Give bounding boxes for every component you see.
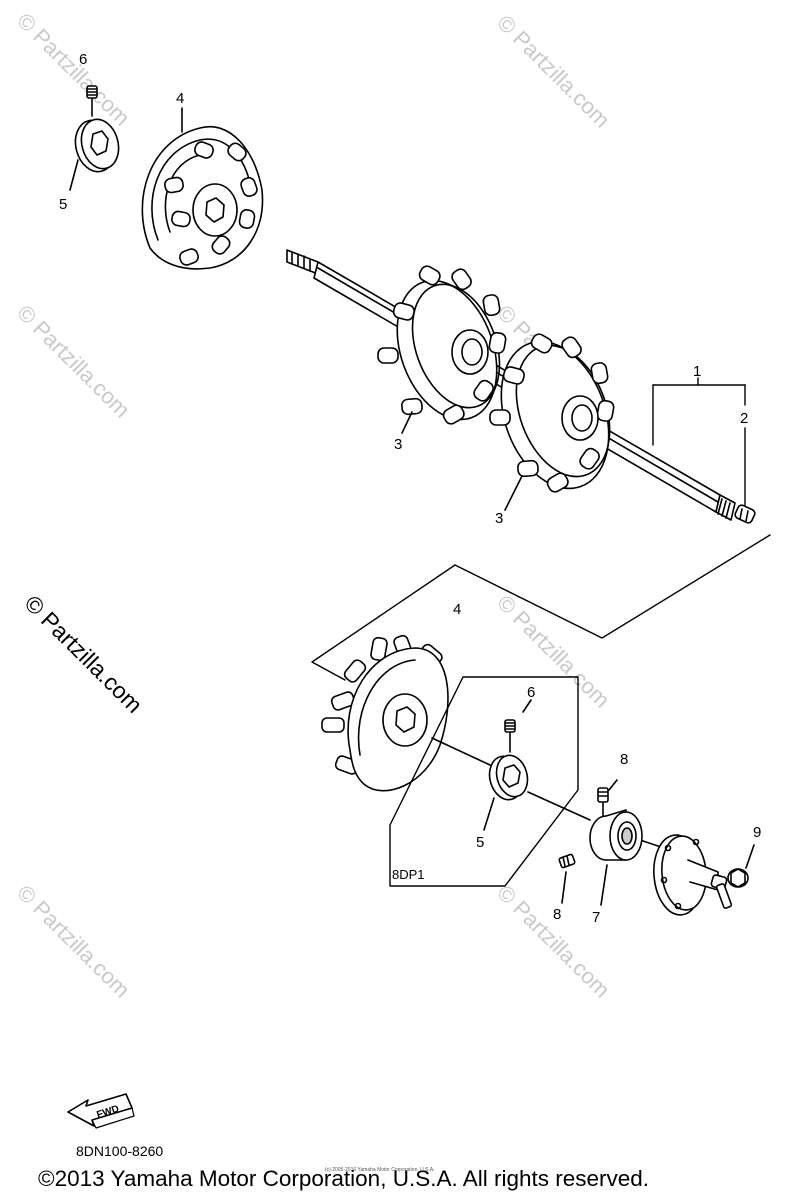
callout-4-bottom: 4 bbox=[453, 601, 462, 618]
box-8dp1-outline bbox=[389, 676, 579, 887]
leader-line bbox=[483, 797, 495, 831]
box-label-8dp1: 8DP1 bbox=[392, 867, 425, 882]
sprocket-3-left bbox=[377, 265, 507, 425]
collar-5-bottom bbox=[488, 754, 529, 801]
bracket-1-2 bbox=[652, 377, 746, 506]
sprocket-3-right bbox=[489, 333, 615, 493]
leader-line bbox=[504, 475, 523, 511]
leader-line bbox=[600, 864, 608, 906]
callout-6-top: 6 bbox=[79, 51, 88, 68]
tiny-copyright: (c) 2005-2016 Yamaha Motor Corporation, … bbox=[325, 1167, 435, 1173]
collar-5-top bbox=[74, 118, 120, 173]
nut-2 bbox=[734, 504, 756, 524]
copyright-notice: ©2013 Yamaha Motor Corporation, U.S.A. A… bbox=[38, 1166, 650, 1191]
leader-line bbox=[69, 159, 79, 191]
axis-line bbox=[431, 737, 491, 766]
callout-6-bottom: 6 bbox=[527, 684, 536, 701]
callout-2: 2 bbox=[740, 410, 749, 427]
sprocket-4-bottom bbox=[321, 634, 449, 792]
callout-5-top: 5 bbox=[59, 196, 68, 213]
leader-line bbox=[745, 844, 755, 869]
callout-1: 1 bbox=[693, 363, 702, 380]
set-screw-6-bottom bbox=[504, 719, 516, 733]
connector-line bbox=[311, 534, 771, 681]
bearing-7 bbox=[589, 809, 643, 861]
callout-3-left: 3 bbox=[394, 436, 403, 453]
callout-8-top: 8 bbox=[620, 751, 629, 768]
leader-line bbox=[608, 779, 618, 791]
callout-8-bottom: 8 bbox=[553, 906, 562, 923]
callout-3-right: 3 bbox=[495, 510, 504, 527]
hub-flange bbox=[653, 834, 733, 916]
fwd-arrow-icon: FWD bbox=[67, 1093, 135, 1129]
callout-9: 9 bbox=[753, 824, 762, 841]
bolt-8-top bbox=[597, 787, 609, 803]
callout-5-bottom: 5 bbox=[476, 834, 485, 851]
diagram-code: 8DN100-8260 bbox=[76, 1143, 164, 1159]
leader-line bbox=[522, 699, 532, 713]
callout-4-top: 4 bbox=[176, 90, 185, 107]
callout-7: 7 bbox=[592, 909, 601, 926]
sprocket-4-top bbox=[141, 125, 264, 270]
bolt-8-bottom bbox=[558, 853, 576, 869]
leader-line bbox=[401, 411, 413, 434]
set-screw-6-top bbox=[86, 85, 98, 99]
axis-line bbox=[527, 791, 591, 821]
nut-9 bbox=[727, 868, 749, 888]
leader-line bbox=[561, 871, 567, 904]
